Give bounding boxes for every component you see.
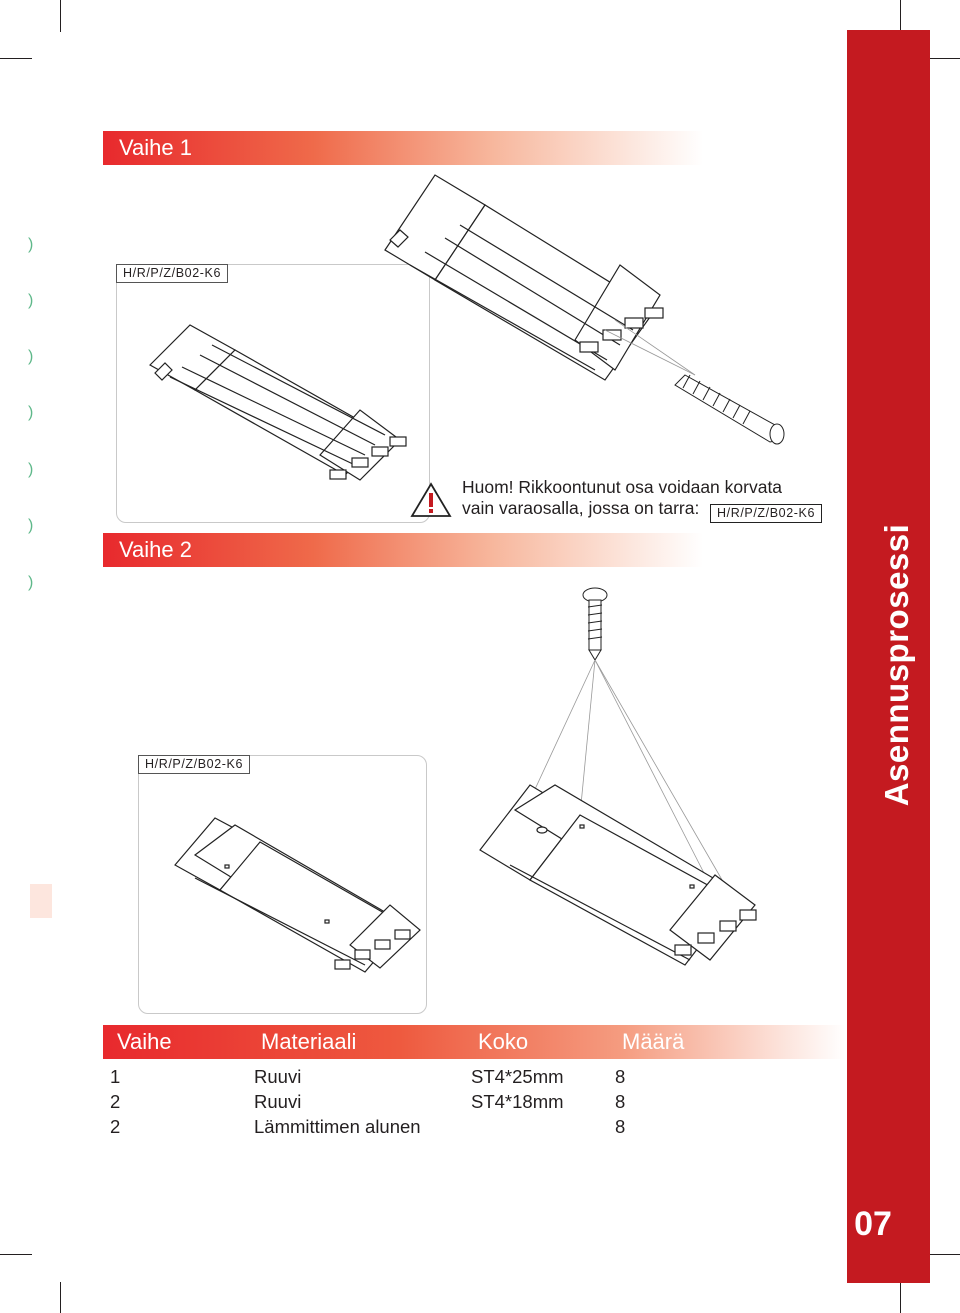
crop-mark <box>0 58 32 59</box>
warning-icon <box>410 482 452 517</box>
crop-mark <box>0 1254 32 1255</box>
cell-quantity: 8 <box>615 1091 626 1112</box>
crop-mark <box>900 0 901 32</box>
header-material: Materiaali <box>261 1029 357 1054</box>
cell-step: 1 <box>110 1066 121 1087</box>
part-label-tag: H/R/P/Z/B02-K6 <box>138 755 251 774</box>
crop-mark <box>930 1254 960 1255</box>
cell-material: Ruuvi <box>254 1091 302 1112</box>
note-line-2: vain varaosalla, jossa on tarra: <box>462 498 700 518</box>
margin-mark: ) <box>28 517 34 534</box>
header-quantity: Määrä <box>622 1029 685 1054</box>
page-number: 07 <box>854 1205 892 1243</box>
margin-mark: ) <box>28 404 34 421</box>
margin-mark: ) <box>28 236 34 253</box>
table-row: 2 Lämmittimen alunen 8 <box>0 1116 760 1141</box>
cell-size: ST4*25mm <box>471 1066 564 1087</box>
step2-frame-rack-illustration <box>174 817 421 973</box>
parts-table-header: Vaihe Materiaali Koko Määrä <box>103 1025 845 1059</box>
faint-mark <box>30 884 52 918</box>
step2-rack-illustration <box>479 587 757 966</box>
crop-mark <box>60 0 61 32</box>
crop-mark <box>900 1282 901 1313</box>
cell-size: ST4*18mm <box>471 1091 564 1112</box>
header-size: Koko <box>478 1029 529 1054</box>
step1-rack-illustration <box>384 174 785 445</box>
side-title-text: Asennusprosessi <box>878 523 915 807</box>
note-line-1: Huom! Rikkoontunut osa voidaan korvata <box>462 477 783 497</box>
part-label-tag: H/R/P/Z/B02-K6 <box>116 264 229 283</box>
note-part-tag: H/R/P/Z/B02-K6 <box>710 504 823 523</box>
crop-mark <box>60 1282 61 1313</box>
margin-mark: ) <box>28 348 34 365</box>
cell-step: 2 <box>110 1116 121 1137</box>
side-title: Asennusprosessi <box>877 524 917 807</box>
cell-quantity: 8 <box>615 1116 626 1137</box>
margin-mark: ) <box>28 574 34 591</box>
step1-header: Vaihe 1 <box>103 131 703 165</box>
crop-mark <box>930 58 960 59</box>
step2-header: Vaihe 2 <box>103 533 703 567</box>
margin-mark: ) <box>28 292 34 309</box>
side-band <box>847 30 930 1283</box>
table-row: 2 Ruuvi ST4*18mm 8 <box>0 1091 760 1116</box>
cell-material: Lämmittimen alunen <box>254 1116 421 1137</box>
cell-step: 2 <box>110 1091 121 1112</box>
step2-label: Vaihe 2 <box>119 537 192 562</box>
header-step: Vaihe <box>117 1029 172 1054</box>
step1-frame-rack-illustration <box>149 324 407 481</box>
margin-mark: ) <box>28 461 34 478</box>
cell-material: Ruuvi <box>254 1066 302 1087</box>
cell-quantity: 8 <box>615 1066 626 1087</box>
replacement-note: Huom! Rikkoontunut osa voidaan korvata v… <box>462 477 782 519</box>
step1-label: Vaihe 1 <box>119 135 192 160</box>
table-row: 1 Ruuvi ST4*25mm 8 <box>0 1066 760 1091</box>
